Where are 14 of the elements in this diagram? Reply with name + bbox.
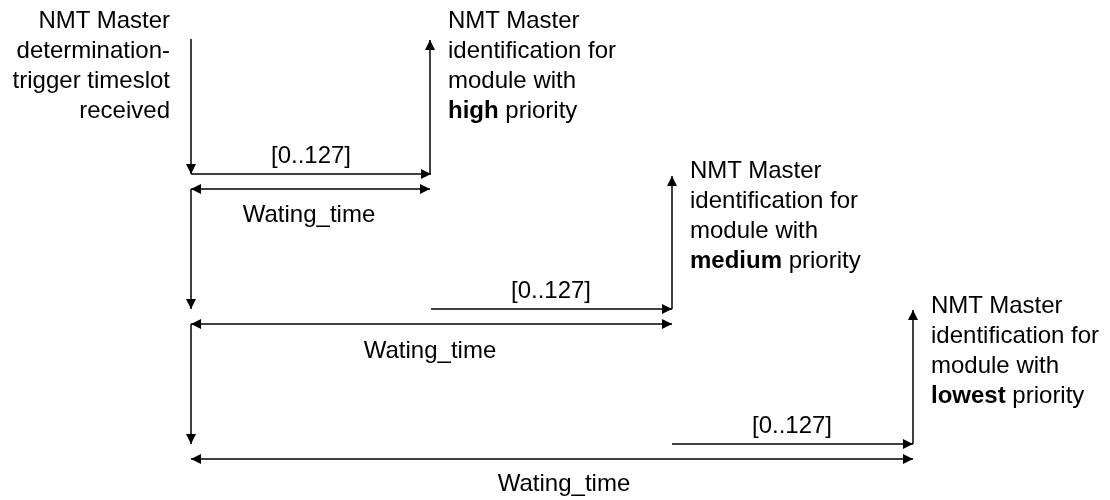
arrow: [425, 39, 435, 175]
node-text: NMT Master identification for module with high priority: [448, 5, 618, 125]
arrow: [908, 309, 918, 445]
range-label: [0..127]: [510, 275, 592, 305]
range-label: [0..127]: [751, 410, 833, 440]
duration-label: Wating_time: [242, 199, 376, 229]
arrow: [667, 175, 677, 310]
range-label: [0..127]: [270, 140, 352, 170]
arrow: [186, 38, 196, 175]
node-text: NMT Master identification for module with medium priority: [690, 155, 862, 275]
duration-label: Wating_time: [363, 335, 497, 365]
node-text: NMT Master determination-trigger timeslot received: [11, 5, 170, 125]
node-text: NMT Master identification for module with lowest priority: [931, 290, 1101, 410]
duration-label: Wating_time: [497, 468, 631, 498]
